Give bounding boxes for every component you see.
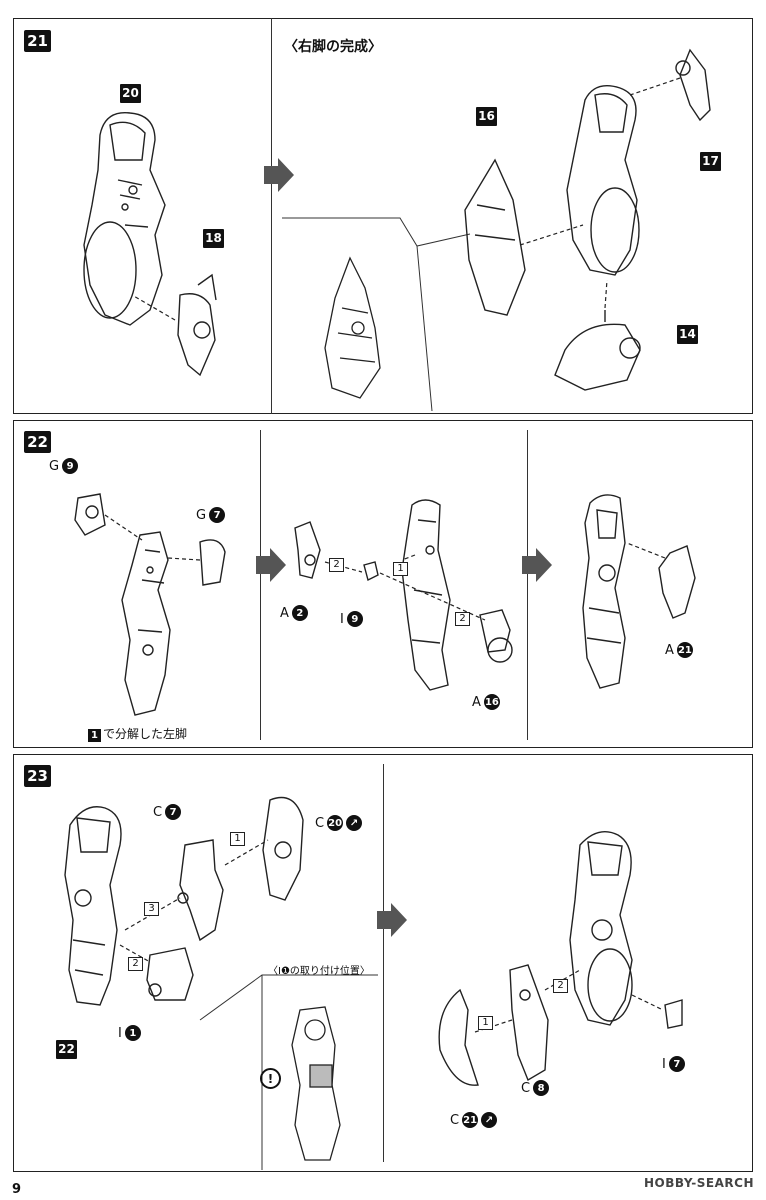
step-21-leg-drawing bbox=[83, 111, 217, 377]
step-22-panel2-drawing bbox=[294, 499, 513, 691]
part-17-tag: 17 bbox=[700, 152, 721, 171]
flow-arrow-icon bbox=[522, 548, 552, 582]
part-18-tag: 18 bbox=[203, 229, 224, 248]
step-23-number: 23 bbox=[24, 765, 51, 787]
callout-detail-drawing bbox=[291, 1006, 341, 1161]
order-3-box: 3 bbox=[144, 902, 159, 916]
step-21-complete-leg-drawing bbox=[464, 48, 711, 391]
sticker-icon: ↗ bbox=[481, 1112, 498, 1128]
part-16-tag: 16 bbox=[476, 107, 497, 126]
order-2-box: 2 bbox=[128, 957, 143, 971]
step-21-subtitle: 〈右脚の完成〉 bbox=[284, 39, 382, 55]
zoom-inset-lines bbox=[282, 217, 471, 412]
step-21-frame bbox=[13, 18, 753, 414]
part-22-tag: 22 bbox=[56, 1040, 77, 1059]
warning-icon: ! bbox=[260, 1068, 281, 1089]
step-22-number: 22 bbox=[24, 431, 51, 453]
step-22-frame bbox=[13, 420, 753, 748]
step-23-frame bbox=[13, 754, 753, 1172]
callout-title: 〈I❶の取り付け位置〉 bbox=[268, 966, 370, 977]
step-23-right-drawing bbox=[438, 831, 683, 1086]
order-2-box: 2 bbox=[455, 612, 470, 626]
order-1-box: 1 bbox=[393, 562, 408, 576]
flow-arrow-icon bbox=[377, 903, 407, 937]
step-23-divider bbox=[383, 764, 385, 1162]
watermark: HOBBY-SEARCH bbox=[643, 1176, 754, 1190]
flow-arrow-icon bbox=[264, 158, 294, 192]
step-21-number: 21 bbox=[24, 30, 51, 52]
step-21-detail-drawing bbox=[324, 256, 381, 399]
order-2-box: 2 bbox=[553, 979, 568, 993]
sticker-icon: ↗ bbox=[346, 815, 363, 831]
part-20-tag: 20 bbox=[120, 84, 141, 103]
flow-arrow-icon bbox=[256, 548, 286, 582]
part-14-tag: 14 bbox=[677, 325, 698, 344]
order-2-box: 2 bbox=[329, 558, 344, 572]
step-22-divider-2 bbox=[527, 430, 529, 740]
step-22-panel1-drawing bbox=[74, 493, 226, 716]
step-21-divider bbox=[271, 18, 273, 414]
order-1-box: 1 bbox=[230, 832, 245, 846]
page-number: 9 bbox=[12, 1182, 22, 1197]
order-1-box: 1 bbox=[478, 1016, 493, 1030]
step-22-divider-1 bbox=[260, 430, 262, 740]
step-22-panel3-drawing bbox=[582, 494, 696, 689]
